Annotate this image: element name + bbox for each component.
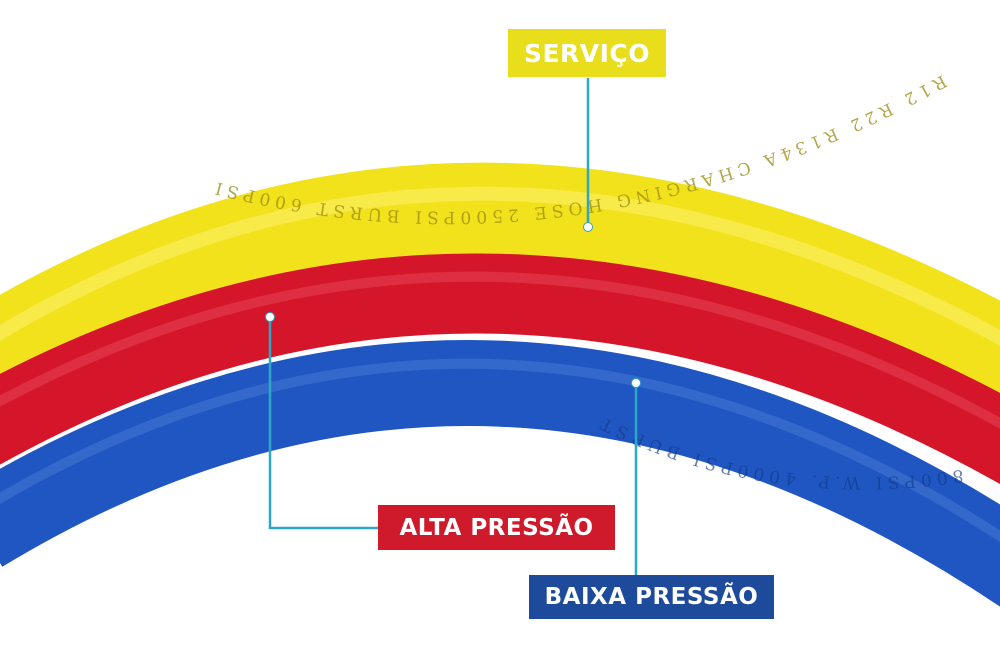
servico-marker-dot	[583, 222, 593, 232]
alta-pressao-label: ALTA PRESSÃO	[378, 505, 615, 550]
alta-leader-line	[268, 317, 378, 530]
baixa-marker-dot	[631, 378, 641, 388]
red-hose	[0, 253, 1000, 485]
red-hose-highlight	[0, 271, 1000, 429]
blue-hose	[0, 340, 1000, 607]
yellow-hose-highlight	[0, 186, 1000, 346]
yellow-hose-print: R12 R22 R134A CHARGING HOSE 2500PSI BURS…	[209, 71, 950, 227]
blue-hose-highlight	[0, 358, 1000, 543]
baixa-pressao-label: BAIXA PRESSÃO	[529, 575, 774, 619]
alta-marker-dot	[265, 312, 275, 322]
servico-label: SERVIÇO	[508, 29, 666, 77]
yellow-hose	[0, 162, 1000, 406]
